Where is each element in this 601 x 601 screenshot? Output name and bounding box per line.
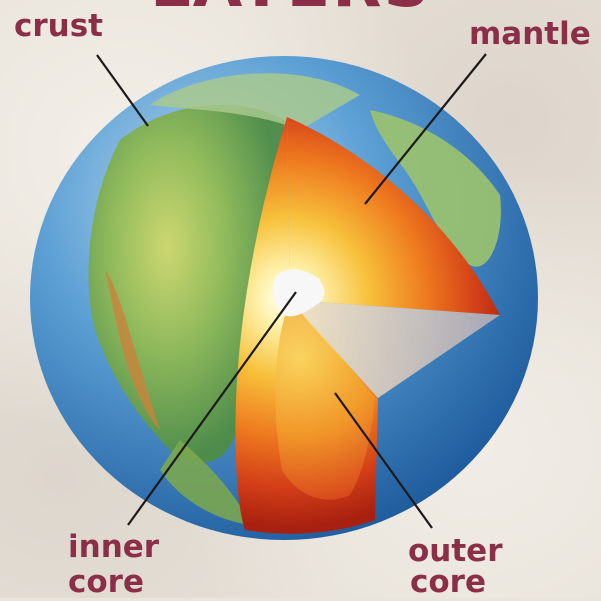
crust-label: crust (14, 8, 103, 45)
inner-core-label-line2: core (68, 564, 144, 601)
inner-core-label-line1: inner (68, 529, 159, 566)
outer-core-label-line2: core (410, 564, 486, 601)
mantle-label: mantle (469, 16, 591, 53)
